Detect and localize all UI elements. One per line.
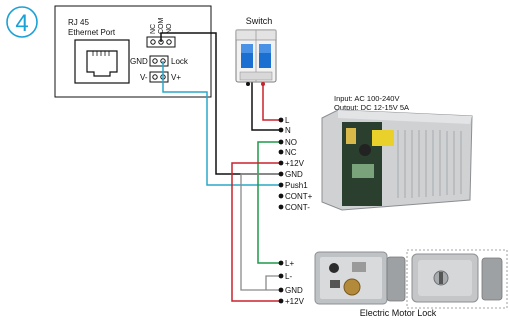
- port-title-line2: Ethernet Port: [68, 28, 116, 37]
- wire-switch-to-l: [262, 82, 280, 121]
- psu-terminal-list: L N NO NC +12V GND Push1 CONT+ CONT-: [278, 116, 313, 212]
- relay-label-nc: NC: [150, 24, 157, 34]
- lock-caption: Electric Motor Lock: [360, 308, 437, 318]
- psu-terminal-no: NO: [285, 138, 297, 147]
- psu-terminal-l: L: [285, 116, 290, 125]
- lock-label: Lock: [171, 57, 189, 66]
- psu-terminal-cont-minus: CONT-: [285, 203, 310, 212]
- relay-label-no: NO: [166, 23, 173, 34]
- relay-label-com: COM: [158, 18, 165, 35]
- lock-gnd-label: GND: [130, 57, 148, 66]
- controller-box: RJ 45 Ethernet Port NC COM NO GND: [54, 5, 212, 98]
- wire-switch-to-n: [251, 82, 280, 131]
- step-number: 4: [15, 10, 28, 37]
- wire-gnd-to-lock: [240, 173, 280, 291]
- port-title-line1: RJ 45: [68, 18, 89, 27]
- electric-motor-lock-image: [314, 249, 508, 309]
- wire-lminus-to-gnd: [265, 275, 280, 290]
- wires: [160, 32, 280, 302]
- rj45-port-icon: [74, 39, 130, 84]
- lock-terminal-block: [149, 55, 169, 67]
- power-v-plus-label: V+: [171, 73, 181, 82]
- wire-com-to-gnd: [160, 32, 280, 175]
- psu-terminal-nc: NC: [285, 148, 297, 157]
- psu-terminal-12v: +12V: [285, 159, 305, 168]
- power-v-minus-label: V-: [140, 73, 148, 82]
- switch-label: Switch: [246, 16, 273, 26]
- circuit-breaker-switch: Switch: [235, 16, 277, 86]
- psu-terminal-gnd: GND: [285, 170, 303, 179]
- power-terminal-block: [149, 71, 169, 83]
- psu-terminal-n: N: [285, 126, 291, 135]
- lock-terminal-gnd: GND: [285, 286, 303, 295]
- psu-terminal-push1: Push1: [285, 181, 308, 190]
- power-supply: Input: AC 100-240V Output: DC 12-15V 5A: [321, 94, 473, 211]
- psu-output-label: Output: DC 12-15V 5A: [334, 103, 409, 112]
- step-badge: 4: [6, 6, 38, 38]
- psu-terminal-cont-plus: CONT+: [285, 192, 313, 201]
- power-supply-image: [321, 109, 473, 211]
- wire-12v-to-lock: [231, 162, 280, 302]
- psu-input-label: Input: AC 100-240V: [334, 94, 399, 103]
- lock-terminal-12v: +12V: [285, 297, 305, 306]
- lock-terminal-l-minus: L-: [285, 272, 292, 281]
- lock-terminal-list: L+ L- GND +12V: [278, 259, 305, 306]
- lock-terminal-l-plus: L+: [285, 259, 294, 268]
- wire-no-to-lplus: [257, 141, 280, 264]
